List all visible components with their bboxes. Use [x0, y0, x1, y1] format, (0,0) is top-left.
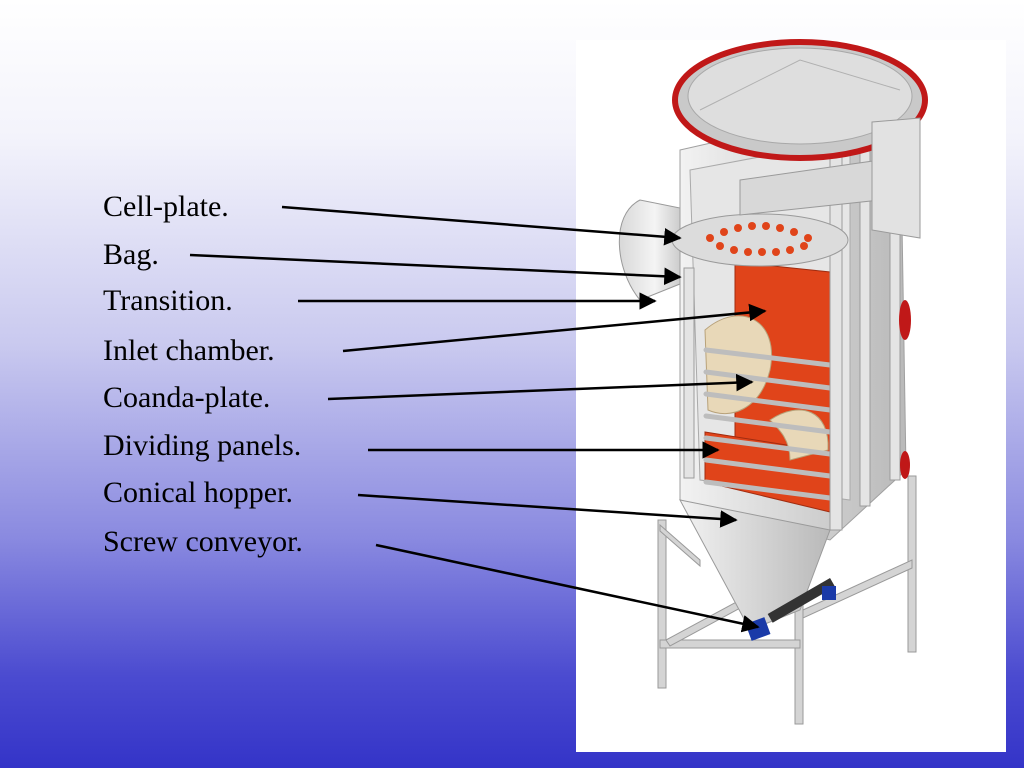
arrow-bag — [189, 253, 682, 286]
support-legs — [657, 475, 917, 725]
roof — [672, 39, 928, 161]
arrow-cell-plate — [281, 205, 682, 246]
label-coanda-plate: Coanda-plate. — [103, 381, 271, 414]
label-inlet-chamber: Inlet chamber. — [103, 334, 275, 367]
label-dividing-panels: Dividing panels. — [103, 429, 302, 462]
coanda-plate — [704, 315, 772, 415]
dividing-panel-bars — [703, 347, 833, 501]
label-bag: Bag. — [103, 238, 159, 271]
flange-rims — [899, 300, 911, 479]
arrow-screw-conveyor — [375, 543, 760, 633]
label-transition: Transition. — [103, 284, 233, 317]
arrow-inlet-chamber — [342, 303, 767, 353]
cell-plate — [671, 213, 849, 267]
arrow-coanda-plate — [327, 373, 754, 401]
label-cell-plate: Cell-plate. — [103, 190, 229, 223]
access-door — [871, 117, 921, 239]
label-conical-hopper: Conical hopper. — [103, 476, 293, 509]
conical-hopper — [679, 499, 831, 631]
label-screw-conveyor: Screw conveyor. — [103, 525, 303, 558]
arrow-conical-hopper — [357, 493, 738, 528]
leader-arrows — [189, 205, 767, 633]
